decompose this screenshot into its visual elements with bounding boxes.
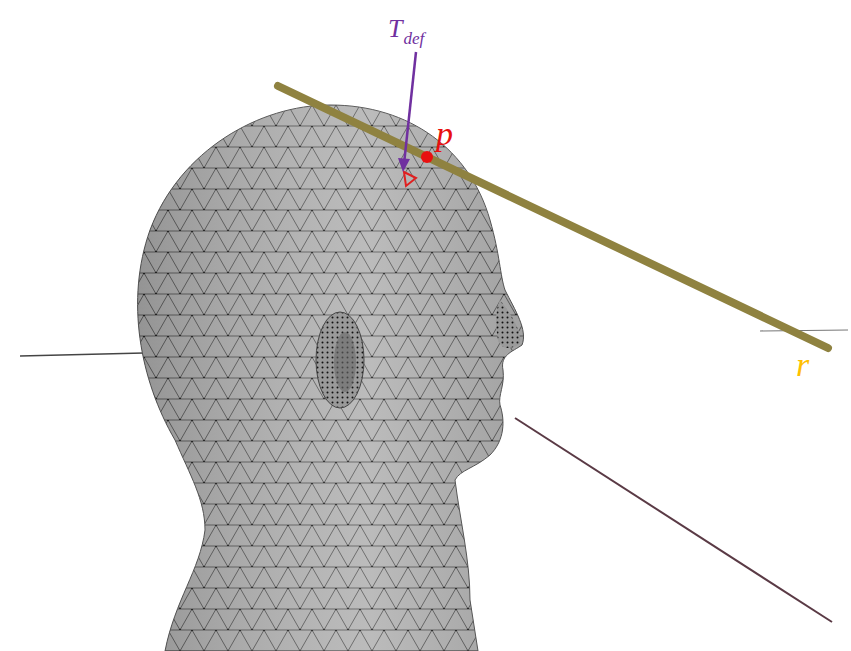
point-p — [421, 151, 433, 163]
point-label: p — [436, 117, 453, 151]
leader-arrow — [404, 52, 416, 164]
nose-mesh — [496, 300, 520, 348]
ear-mesh — [316, 312, 364, 408]
head-shading — [138, 105, 524, 651]
rod — [278, 86, 828, 348]
head-mesh — [138, 105, 524, 651]
deformed-triangle — [404, 172, 416, 186]
label-symbol: T — [388, 16, 402, 42]
arrowhead — [398, 158, 410, 172]
rod-label: r — [796, 348, 809, 382]
axis-line — [515, 418, 832, 622]
ear-inner — [334, 332, 356, 392]
horizon-line — [760, 330, 848, 331]
label-subscript: def — [403, 30, 424, 47]
